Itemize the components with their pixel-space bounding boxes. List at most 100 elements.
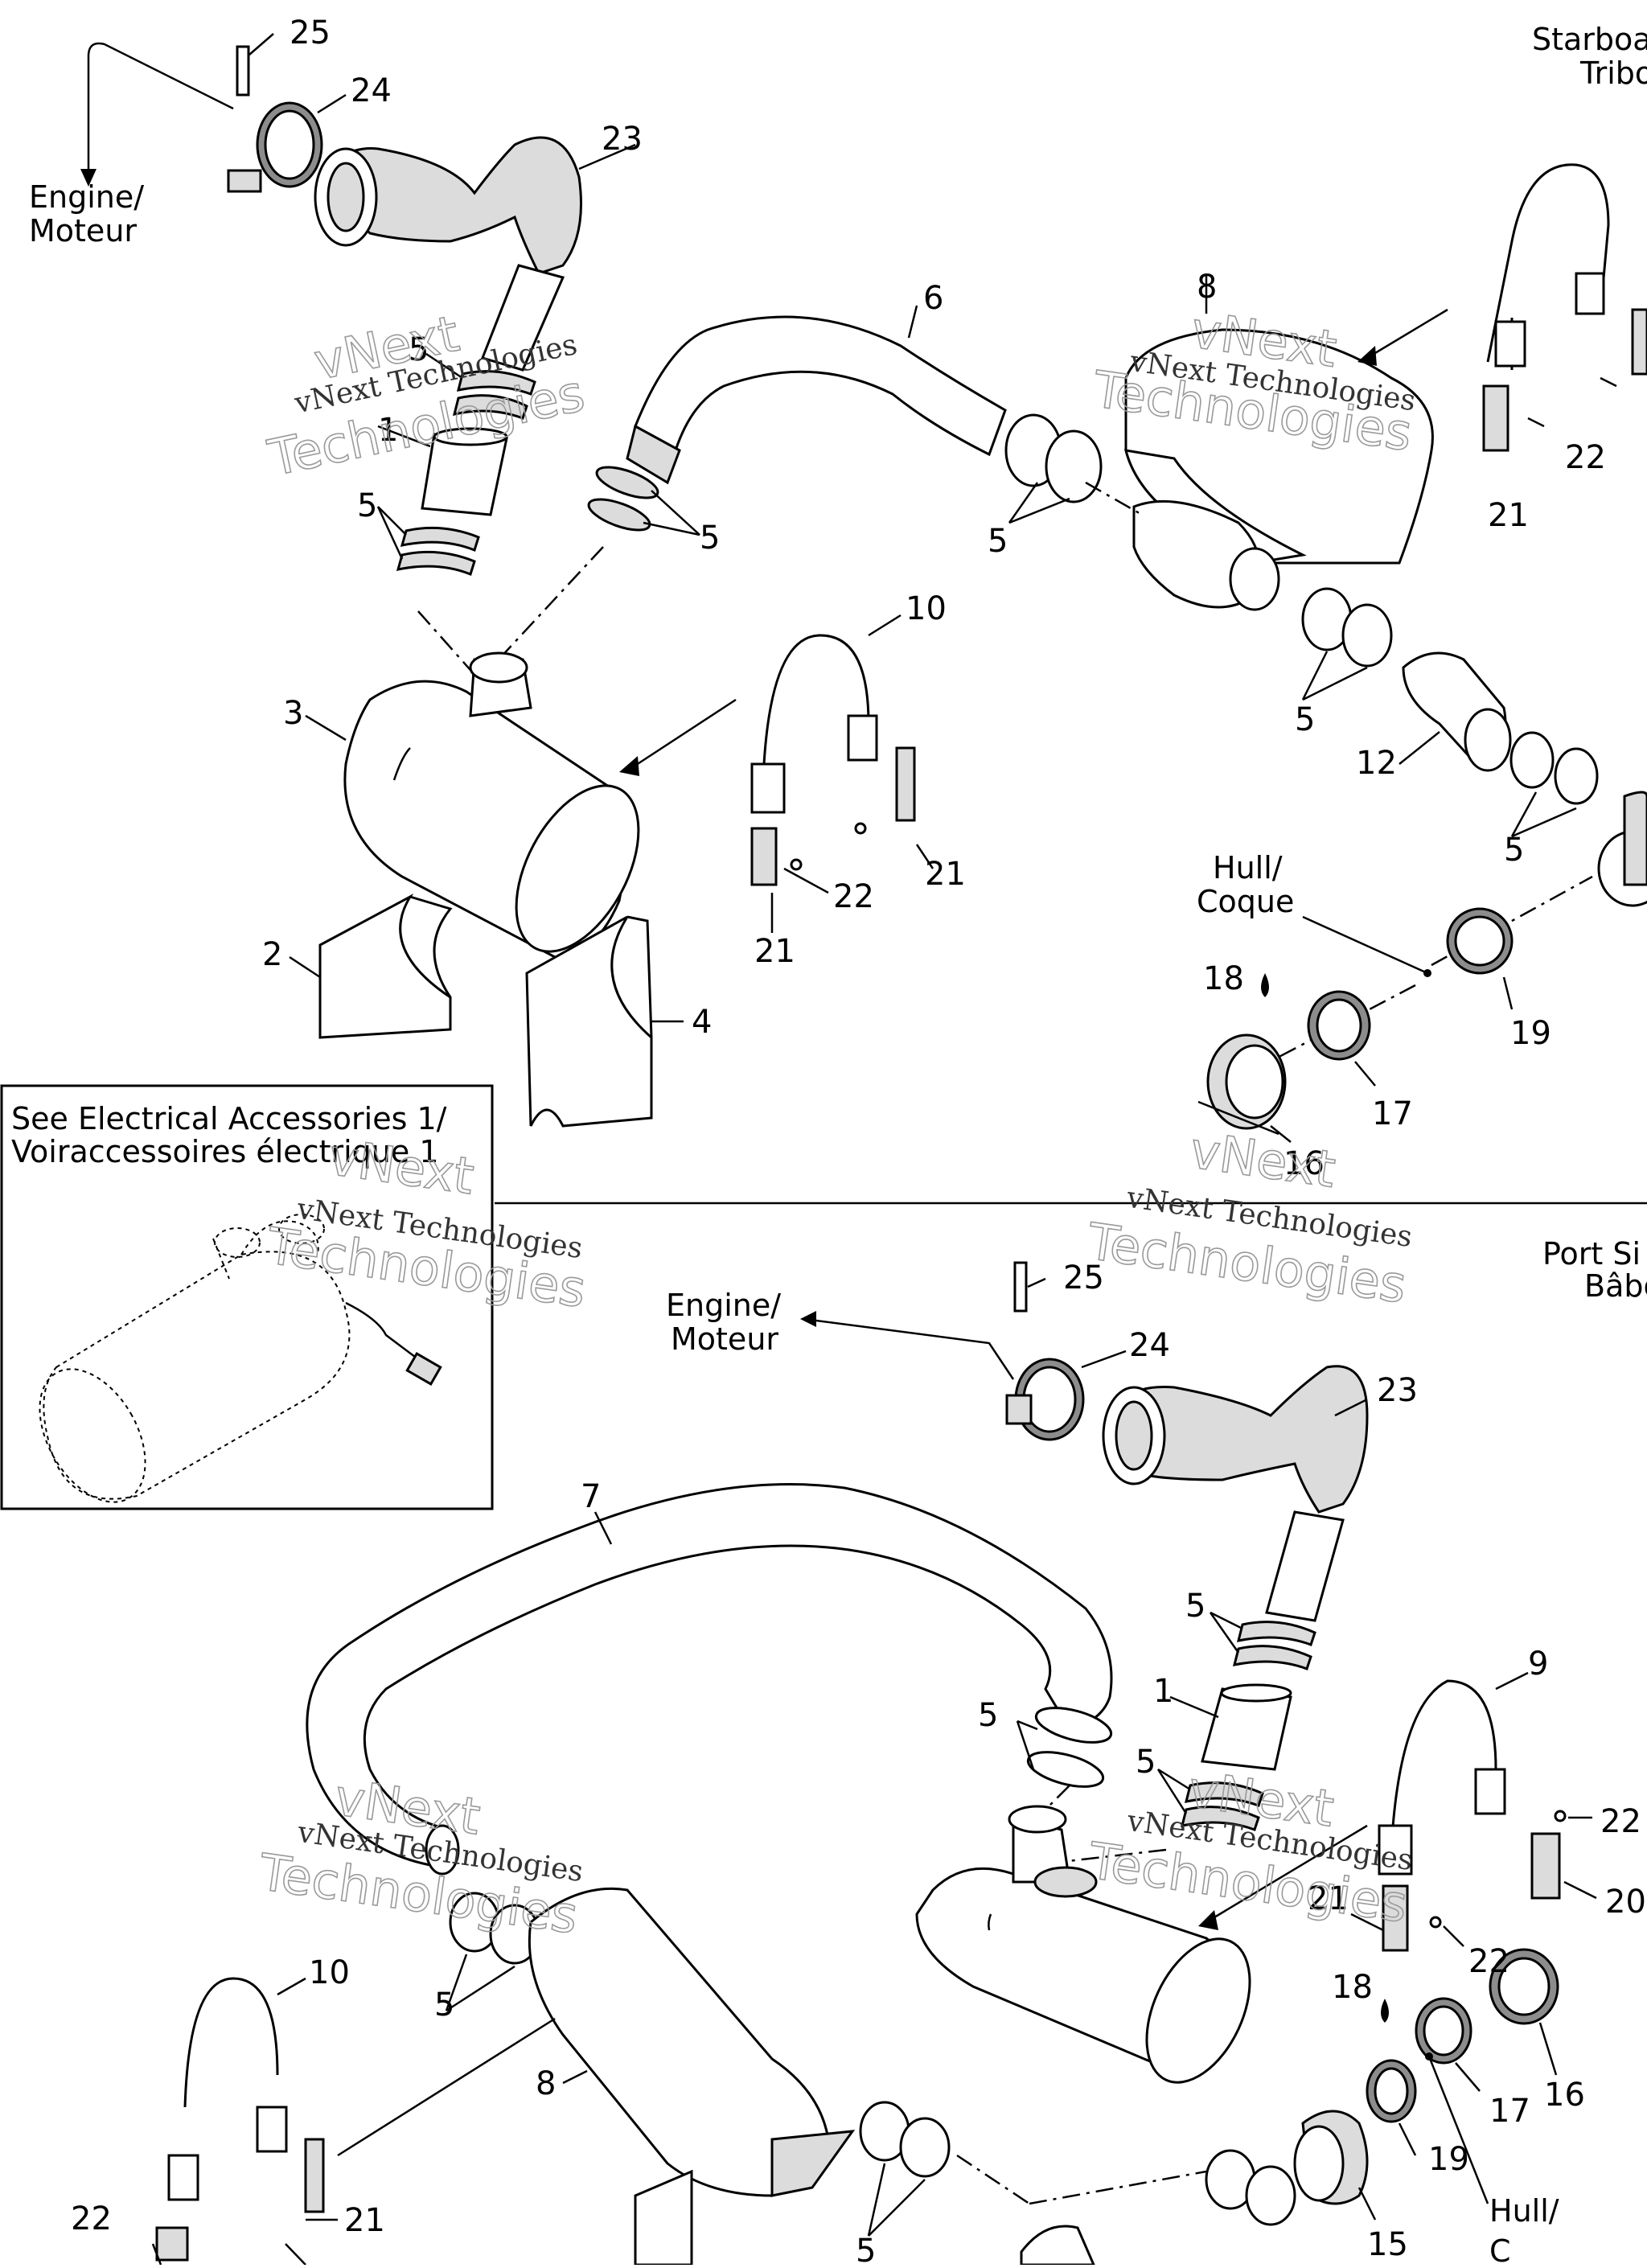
callout-21: 21 <box>344 2202 385 2239</box>
port-label-line2: Bâbo <box>1584 1268 1647 1304</box>
callout-5: 5 <box>988 523 1008 560</box>
part-5-clamps-bottom-lower <box>1156 1768 1264 1831</box>
part-10-strap-top <box>750 614 934 933</box>
part-4-bracket <box>525 915 684 1128</box>
callout-1: 1 <box>1153 1673 1173 1710</box>
callout-16: 16 <box>1284 1145 1325 1182</box>
part-12-pipe <box>1399 651 1512 772</box>
part-25-pin-top <box>236 33 274 97</box>
callout-5: 5 <box>1136 1744 1156 1781</box>
part-1-sleeve-top <box>377 425 508 516</box>
callout-5: 5 <box>700 520 720 557</box>
callout-17: 17 <box>1372 1095 1413 1132</box>
hull-bottom-line2: C <box>1489 2233 1511 2265</box>
callout-16: 16 <box>1544 2077 1585 2114</box>
part-5-clamps-top-lower <box>376 506 480 576</box>
callout-5: 5 <box>1504 832 1524 869</box>
callout-1: 1 <box>378 412 398 449</box>
callout-8: 8 <box>536 2065 556 2102</box>
muffler-sensor-outline <box>39 1214 442 1503</box>
callout-5: 5 <box>978 1697 998 1734</box>
part-5-clamps-left-low <box>445 1892 540 2012</box>
callout-5: 5 <box>357 487 377 524</box>
callout-25: 25 <box>290 14 331 51</box>
hull-top-line2: Coque <box>1197 884 1294 919</box>
callout-21: 21 <box>1488 497 1529 534</box>
see-also-line2: Voiraccessoires électrique 1 <box>11 1134 439 1169</box>
part-strap-top-right <box>1482 163 1647 452</box>
part-24-clamp-bottom <box>1005 1350 1127 1441</box>
callout-9: 9 <box>1528 1646 1548 1683</box>
part-5-clamps-below-8 <box>1301 587 1393 701</box>
hull-assembly-top <box>1197 907 1514 1143</box>
callout-4: 4 <box>692 1004 712 1041</box>
callout-22: 22 <box>833 878 874 915</box>
callout-19: 19 <box>1428 2141 1469 2178</box>
callout-20: 20 <box>1605 1884 1646 1921</box>
callout-21: 21 <box>925 856 966 893</box>
callout-15: 15 <box>1367 2226 1408 2263</box>
callout-12: 12 <box>1356 745 1397 782</box>
part-5-clamps-right-of-12 <box>1509 731 1599 838</box>
callout-24: 24 <box>351 72 392 109</box>
part-2-bracket <box>289 894 453 1039</box>
engine-bottom-line2: Moteur <box>671 1321 778 1357</box>
part-5-clamps-near-7-end <box>1016 1707 1113 1788</box>
part-3-muffler-top <box>305 651 640 959</box>
callout-10: 10 <box>906 590 947 627</box>
engine-top-line2: Moteur <box>29 213 137 249</box>
watermark-4: vNext Technologies vNext Technologies <box>1083 1120 1415 1316</box>
callout-3: 3 <box>283 695 303 732</box>
callout-10: 10 <box>309 1954 350 1991</box>
part-5-clamps-near-8-bottom <box>859 2101 1030 2237</box>
callout-22: 22 <box>1600 1803 1641 1840</box>
part-5-clamps-near-15 <box>1020 2149 1296 2266</box>
callout-23: 23 <box>1377 1372 1418 1409</box>
part-21-bracket-right <box>1350 1884 1464 1952</box>
callout-21: 21 <box>1308 1880 1349 1917</box>
part-muffler-bottom <box>915 1805 1251 2084</box>
part-5-clamps-top-right <box>587 466 700 536</box>
part-23-elbow-bottom <box>1102 1365 1369 1622</box>
callout-17: 17 <box>1489 2093 1530 2130</box>
starboard-label-line1: Starboa <box>1532 22 1647 57</box>
callout-18: 18 <box>1203 960 1244 997</box>
callout-22: 22 <box>1468 1943 1509 1980</box>
part-outlet-top-right <box>1431 791 1647 967</box>
callout-5: 5 <box>409 331 429 368</box>
hull-bottom-line1: Hull/ <box>1489 2193 1559 2229</box>
electrical-accessories-box: See Electrical Accessories 1/ Voiraccess… <box>0 1084 494 1510</box>
part-8-resonator-top <box>1085 273 1434 611</box>
part-6-pipe <box>626 305 1007 485</box>
part-5-clamps-top-upper <box>425 352 536 420</box>
watermark-big: vNext <box>1187 1120 1340 1198</box>
part-25-pin-bottom <box>1013 1261 1046 1313</box>
callout-23: 23 <box>602 121 643 158</box>
callout-8: 8 <box>1197 269 1217 306</box>
part-10-strap-bottom <box>155 1977 338 2262</box>
part-5-clamps-bottom-upper <box>1209 1611 1316 1670</box>
part-8-resonator-bottom <box>337 1887 856 2197</box>
callout-5: 5 <box>1295 701 1315 738</box>
part-9-strap <box>1378 1671 1597 1900</box>
hull-assembly-bottom <box>1029 1948 1559 2221</box>
callout-22: 22 <box>71 2200 112 2237</box>
see-also-line1: See Electrical Accessories 1/ <box>11 1101 447 1136</box>
engine-bottom-line1: Engine/ <box>666 1288 781 1323</box>
part-23-elbow-top <box>314 136 636 372</box>
part-1-sleeve-bottom <box>1169 1683 1292 1771</box>
callout-25: 25 <box>1063 1259 1104 1296</box>
engine-top-line1: Engine/ <box>29 179 144 215</box>
callout-6: 6 <box>923 280 943 317</box>
callout-5: 5 <box>856 2233 876 2265</box>
callout-5: 5 <box>1185 1588 1205 1625</box>
watermark-5: vNext Technologies vNext Technologies <box>254 1767 585 1945</box>
port-label-line1: Port Si <box>1542 1236 1641 1272</box>
callout-21: 21 <box>754 933 795 970</box>
callout-24: 24 <box>1129 1327 1170 1364</box>
starboard-label-line2: Tribo <box>1579 55 1647 91</box>
hull-top-line1: Hull/ <box>1213 850 1283 885</box>
callout-7: 7 <box>581 1478 601 1515</box>
